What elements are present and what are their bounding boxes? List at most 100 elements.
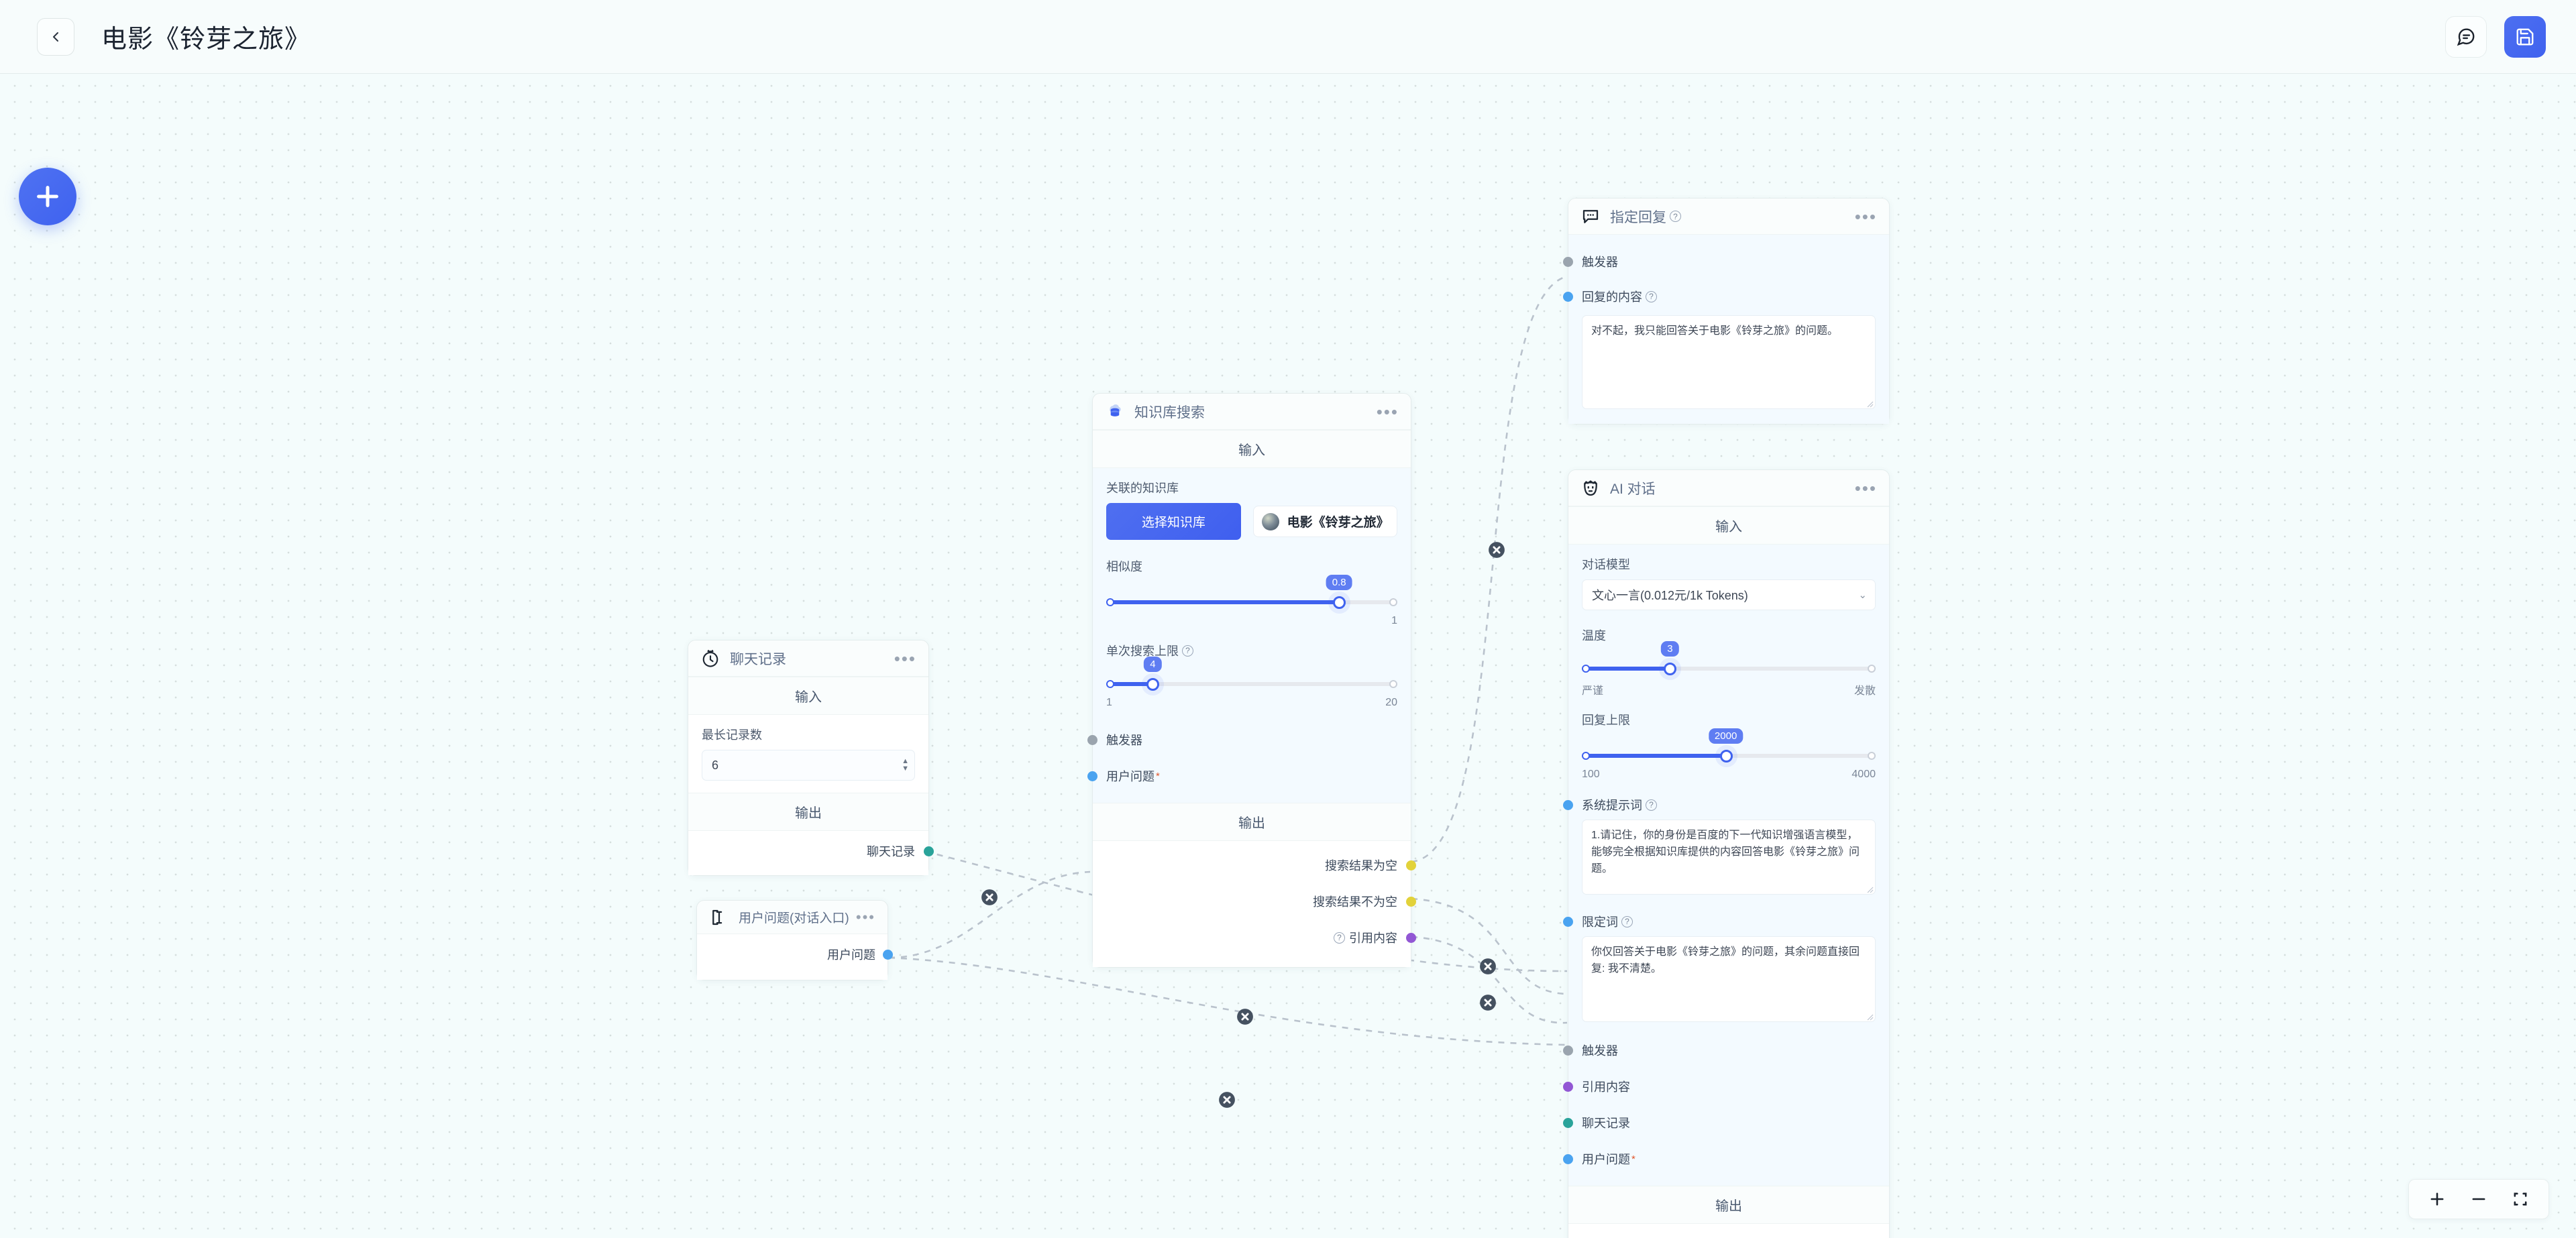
input-row-user-question: 用户问题*	[1087, 761, 1397, 791]
node-menu-button[interactable]: •••	[1854, 477, 1877, 498]
temperature-max-tick: 发散	[1854, 685, 1876, 697]
temperature-ticks: 严谨 发散	[1582, 681, 1876, 697]
top-bar-actions	[2445, 15, 2546, 58]
slider-handle[interactable]	[1664, 663, 1677, 675]
add-node-button[interactable]	[19, 168, 76, 225]
close-circle-icon	[981, 889, 998, 905]
max-records-input[interactable]: 6 ▲ ▼	[702, 750, 915, 781]
system-prompt-box: 1.请记住，你的身份是百度的下一代知识增强语言模型，能够完全根据知识库提供的内容…	[1582, 820, 1876, 895]
port-trigger-in[interactable]	[1087, 735, 1097, 745]
output-label: 引用内容	[1349, 932, 1397, 945]
fit-view-icon[interactable]	[2511, 1190, 2530, 1208]
zoom-in-icon[interactable]	[2428, 1190, 2447, 1208]
slider-rail	[1106, 682, 1397, 686]
select-kb-button[interactable]: 选择知识库	[1106, 503, 1241, 540]
qualifier-label: 限定词	[1582, 915, 1618, 929]
system-prompt-textarea[interactable]: 1.请记住，你的身份是百度的下一代知识增强语言模型，能够完全根据知识库提供的内容…	[1582, 820, 1876, 895]
node-menu-button[interactable]: •••	[1376, 401, 1399, 422]
input-row-trigger: 触发器	[1087, 725, 1397, 754]
port-search-empty-out[interactable]	[1406, 860, 1416, 870]
node-chat-history[interactable]: 聊天记录 ••• 输入 最长记录数 6 ▲ ▼ 输出 聊天记录	[688, 640, 934, 876]
port-user-question-in[interactable]	[1087, 771, 1097, 781]
limit-value-bubble: 4	[1144, 657, 1162, 672]
port-trigger-in[interactable]	[1563, 1046, 1573, 1056]
port-system-prompt-in[interactable]	[1563, 800, 1573, 810]
port-chat-history-out[interactable]	[924, 846, 934, 856]
help-icon[interactable]: ?	[1334, 932, 1345, 944]
slider-handle[interactable]	[1719, 750, 1733, 763]
port-search-not-empty-out[interactable]	[1406, 897, 1416, 907]
zoom-controls[interactable]	[2408, 1179, 2549, 1219]
slider-handle[interactable]	[1146, 678, 1160, 691]
node-title: 聊天记录	[730, 651, 786, 667]
port-user-question-in[interactable]	[1563, 1154, 1573, 1164]
qualifier-box: 你仅回答关于电影《铃芽之旅》的问题，其余问题直接回复: 我不清楚。	[1582, 936, 1876, 1022]
edge-delete-button[interactable]	[981, 889, 998, 906]
qualifier-textarea[interactable]: 你仅回答关于电影《铃芽之旅》的问题，其余问题直接回复: 我不清楚。	[1582, 936, 1876, 1022]
node-user-question[interactable]: 用户问题(对话入口) ••• 用户问题	[696, 900, 893, 980]
stepper-up-icon[interactable]: ▲	[902, 757, 909, 765]
node-menu-button[interactable]: •••	[894, 648, 916, 669]
linked-kb-label: 关联的知识库	[1106, 482, 1179, 495]
comment-button[interactable]	[2445, 15, 2487, 58]
close-circle-icon	[1480, 958, 1496, 974]
node-outputs: 聊天记录	[688, 831, 934, 875]
node-ai-chat[interactable]: AI 对话 ••• 输入 对话模型 文心一言(0.012元/1k Tokens)…	[1563, 469, 1890, 1238]
edge-delete-button[interactable]	[1479, 994, 1497, 1011]
node-menu-button[interactable]: •••	[1854, 206, 1877, 227]
close-circle-icon	[1480, 995, 1496, 1011]
stepper-down-icon[interactable]: ▼	[902, 765, 909, 773]
reply-content-box: 对不起，我只能回答关于电影《铃芽之旅》的问题。	[1582, 315, 1876, 409]
node-fixed-reply[interactable]: 指定回复 ? ••• 触发器 回复的内容 ? 对不起，我只能回答关于电影《铃芽之…	[1563, 198, 1890, 425]
slider-min-dot	[1106, 680, 1114, 688]
edge-delete-button[interactable]	[1236, 1008, 1254, 1025]
temperature-slider[interactable]: 3	[1582, 641, 1876, 679]
help-icon[interactable]: ?	[1621, 915, 1633, 927]
slider-handle[interactable]	[1333, 596, 1346, 609]
close-circle-icon	[1237, 1009, 1253, 1025]
number-stepper[interactable]: ▲ ▼	[902, 757, 909, 773]
similarity-slider[interactable]: 0.8	[1106, 575, 1397, 612]
close-circle-icon	[1219, 1092, 1235, 1108]
input-row-user-question: 用户问题*	[1563, 1144, 1876, 1174]
max-records-value: 6	[712, 758, 719, 772]
port-trigger-in[interactable]	[1563, 257, 1573, 267]
workflow-canvas[interactable]: 聊天记录 ••• 输入 最长记录数 6 ▲ ▼ 输出 聊天记录	[0, 74, 2576, 1238]
limit-slider[interactable]: 4	[1106, 657, 1397, 694]
port-user-question-out[interactable]	[883, 950, 893, 960]
zoom-out-icon[interactable]	[2469, 1190, 2488, 1208]
kb-chip[interactable]: 电影《铃芽之旅》	[1252, 506, 1397, 537]
help-icon[interactable]: ?	[1182, 644, 1193, 657]
required-marker: *	[1631, 1153, 1635, 1165]
edge-delete-button[interactable]	[1488, 541, 1505, 559]
model-select[interactable]: 文心一言(0.012元/1k Tokens) ⌄	[1582, 579, 1876, 610]
max-tokens-slider[interactable]: 2000	[1582, 728, 1876, 766]
help-icon[interactable]: ?	[1646, 290, 1657, 302]
save-button[interactable]	[2504, 15, 2546, 58]
back-button[interactable]	[37, 17, 74, 56]
node-kb-search[interactable]: 知识库搜索 ••• 输入 关联的知识库 选择知识库 电影《铃芽之旅》 相似度	[1087, 393, 1416, 968]
max-tokens-min-tick: 100	[1582, 769, 1600, 780]
limit-field: 单次搜索上限 ? 4 1 20	[1106, 642, 1397, 709]
slider-min-dot	[1106, 598, 1114, 606]
port-chat-history-in[interactable]	[1563, 1118, 1573, 1128]
help-icon[interactable]: ?	[1670, 211, 1681, 222]
port-citation-in[interactable]	[1563, 1082, 1573, 1092]
reply-content-textarea[interactable]: 对不起，我只能回答关于电影《铃芽之旅》的问题。	[1582, 315, 1876, 409]
port-qualifier-in[interactable]	[1563, 917, 1573, 927]
help-icon[interactable]: ?	[1646, 799, 1657, 811]
node-header: 指定回复 ? •••	[1568, 199, 1889, 235]
node-menu-button[interactable]: •••	[855, 908, 875, 925]
limit-label-text: 单次搜索上限	[1106, 644, 1179, 658]
limit-ticks: 1 20	[1106, 697, 1397, 709]
edge-delete-button[interactable]	[1218, 1091, 1236, 1109]
max-tokens-max-tick: 4000	[1851, 769, 1876, 780]
section-output-label: 输出	[1093, 803, 1411, 841]
port-content-in[interactable]	[1563, 292, 1573, 302]
port-citation-out[interactable]	[1406, 933, 1416, 943]
input-label: 引用内容	[1582, 1080, 1630, 1094]
edge-delete-button[interactable]	[1479, 958, 1497, 975]
node-outputs: ? 回复结束	[1568, 1224, 1889, 1238]
section-input-label: 输入	[688, 677, 928, 715]
